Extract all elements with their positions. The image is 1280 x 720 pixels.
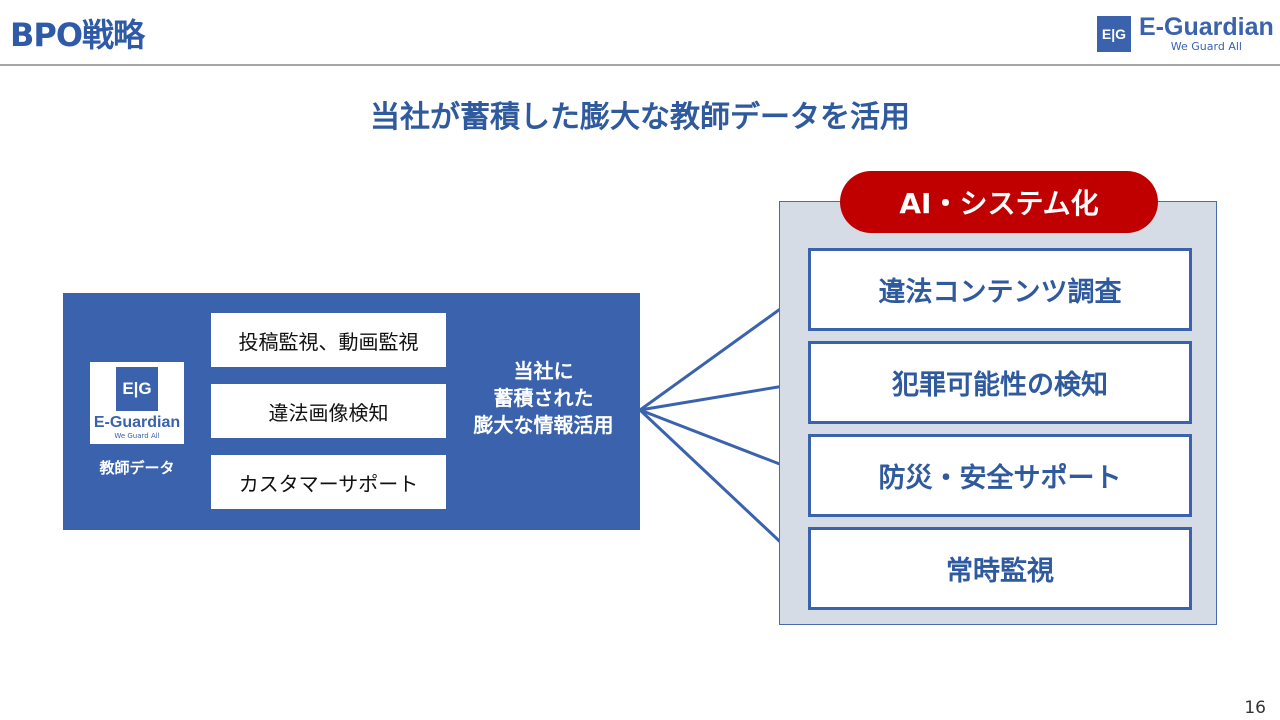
logo-tagline: We Guard All — [1170, 40, 1242, 53]
service-box: 違法画像検知 — [211, 384, 446, 438]
page-title: BPO戦略 — [10, 16, 145, 54]
service-box: 投稿監視、動画監視 — [211, 313, 446, 367]
header-divider — [0, 64, 1280, 66]
slide-subtitle: 当社が蓄積した膨大な教師データを活用 — [370, 100, 910, 135]
ai-system-badge: AI・システム化 — [840, 171, 1158, 233]
info-line: 当社に — [513, 359, 574, 383]
ai-item: 違法コンテンツ調査 — [808, 248, 1192, 331]
page-number: 16 — [1244, 698, 1266, 718]
info-line: 膨大な情報活用 — [473, 413, 614, 437]
logo-mark-icon: E|G — [116, 366, 158, 411]
logo-name: E-Guardian — [93, 413, 181, 431]
service-box: カスタマーサポート — [211, 455, 446, 509]
eguardian-logo: E|G E-Guardian We Guard All — [90, 362, 184, 444]
teacher-data-box: E|G E-Guardian We Guard All 教師データ 投稿監視、動… — [63, 293, 640, 530]
ai-item: 防災・安全サポート — [808, 434, 1192, 517]
company-logo: E|G E-Guardian We Guard All — [1097, 14, 1274, 53]
logo-tagline: We Guard All — [114, 431, 160, 440]
ai-item: 犯罪可能性の検知 — [808, 341, 1192, 424]
ai-item: 常時監視 — [808, 527, 1192, 610]
info-line: 蓄積された — [493, 386, 594, 410]
logo-name: E-Guardian — [1139, 13, 1274, 41]
teacher-data-label: 教師データ — [99, 459, 175, 477]
info-utilization-text: 当社に 蓄積された 膨大な情報活用 — [451, 358, 636, 439]
logo-mark-icon: E|G — [1097, 15, 1131, 52]
